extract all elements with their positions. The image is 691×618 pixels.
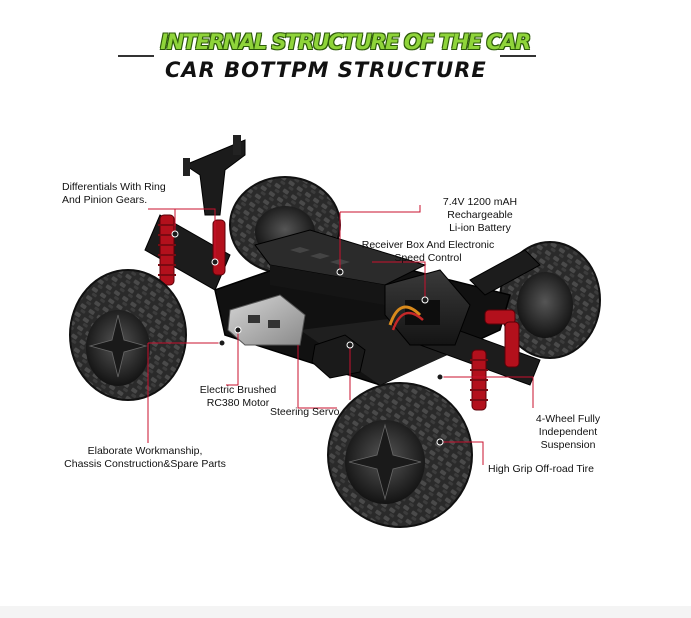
callout-receiver-line1: Receiver Box And Electronic: [361, 239, 495, 251]
callout-tire-line1: High Grip Off-road Tire: [488, 463, 595, 475]
callout-battery-line3: Li-ion Battery: [449, 222, 511, 234]
wheel-front-right: [327, 382, 473, 528]
callout-tire: High Grip Off-road Tire: [488, 463, 594, 476]
callout-motor: Electric Brushed RC380 Motor: [188, 384, 288, 410]
callout-battery-line2: Rechargeable: [447, 209, 513, 221]
title-rule-right: [500, 55, 536, 57]
footer-strip: [0, 606, 691, 618]
wheel-front-left: [69, 269, 187, 401]
shock-absorber-rear-left: [470, 349, 488, 411]
callout-battery: 7.4V 1200 mAH Rechargeable Li-ion Batter…: [425, 196, 535, 235]
callout-lines: [147, 205, 534, 465]
title-rule-left: [118, 55, 154, 57]
callout-differentials-line1: Differentials With Ring: [62, 181, 166, 193]
callout-dots: [171, 230, 444, 446]
callout-servo: Steering Servo: [270, 406, 339, 419]
motor-cover: [227, 294, 306, 346]
callout-differentials-line2: And Pinion Gears.: [62, 194, 148, 206]
callout-suspension-line3: Suspension: [540, 439, 596, 451]
callout-motor-line1: Electric Brushed: [199, 384, 277, 396]
callout-receiver: Receiver Box And Electronic Speed Contro…: [353, 239, 503, 265]
callout-battery-line1: 7.4V 1200 mAH: [442, 196, 518, 208]
callout-suspension-line1: 4-Wheel Fully: [535, 413, 601, 425]
callout-servo-line1: Steering Servo: [270, 406, 340, 418]
shock-absorber-front-left: [158, 214, 176, 286]
diagram-subtitle: CAR BOTTPM STRUCTURE: [165, 58, 487, 82]
receiver-box: [384, 269, 471, 346]
shock-absorber-rear-right: [484, 309, 520, 368]
callout-suspension-line2: Independent: [538, 426, 598, 438]
callout-chassis-line2: Chassis Construction&Spare Parts: [64, 458, 226, 470]
callout-suspension: 4-Wheel Fully Independent Suspension: [518, 413, 618, 452]
callout-chassis: Elaborate Workmanship, Chassis Construct…: [45, 445, 245, 471]
callout-differentials: Differentials With Ring And Pinion Gears…: [62, 181, 166, 207]
diagram-title: INTERNAL STRUCTURE OF THE CAR: [160, 30, 531, 54]
callout-receiver-line2: Speed Control: [394, 252, 462, 264]
callout-motor-line2: RC380 Motor: [206, 397, 270, 409]
front-shock-tower: [183, 135, 246, 216]
callout-chassis-line1: Elaborate Workmanship,: [87, 445, 203, 457]
